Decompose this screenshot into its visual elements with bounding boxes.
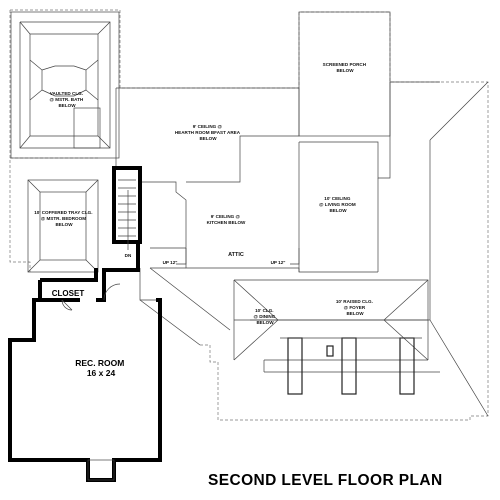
dining-label: 10' CLG. @ DINING BELOW [253,308,276,325]
dn-label: DN [125,253,132,258]
vaulted-clg-label: VAULTED CLG. @ MSTR. BATH BELOW [49,91,84,108]
plan-title: SECOND LEVEL FLOOR PLAN [208,472,443,489]
kitchen-label: 9' CEILING @ KITCHEN BELOW [207,214,246,225]
up-left-label: UP 12" [163,260,178,265]
stair [112,166,142,250]
up-arrow-icon [176,248,300,265]
screened-porch-label: SCREENED PORCH BELOW [323,62,368,73]
hearth-room-label: 9' CEILING @ HEARTH ROOM BFAST AREA BELO… [175,124,241,141]
living-room-label: 10' CEILING @ LIVING ROOM BELOW [319,196,357,213]
dining-foyer-ceiling [233,279,440,373]
closet-label: CLOSET [52,289,85,298]
coffered-ceiling [27,179,99,273]
vaulted-bath-ceiling [10,11,120,159]
attic-label: ATTIC [228,252,244,258]
front-columns [280,337,422,395]
up-right-label: UP 12" [271,260,286,265]
coffered-clg-label: 10' COFFERED TRAY CLG. @ MSTR. BEDROOM B… [34,210,94,227]
living-room-ceiling [250,81,489,417]
foyer-label: 10' RAISED CLG. @ FOYER BELOW [336,299,374,316]
rec-room-walls [8,242,162,482]
rec-room-label: REC. ROOM 16 x 24 [75,358,127,378]
screened-porch-ceiling [298,11,391,137]
